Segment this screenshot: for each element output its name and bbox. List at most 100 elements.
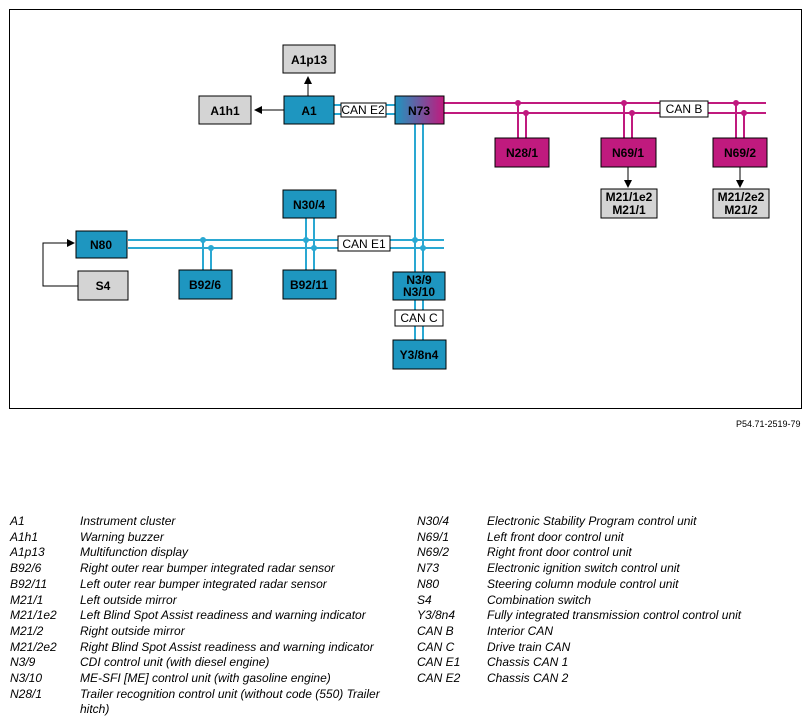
node-n80: N80 bbox=[75, 230, 128, 259]
node-n69-2-label: N69/2 bbox=[724, 146, 756, 160]
node-n28-1: N28/1 bbox=[494, 137, 550, 168]
legend-abbr: N69/2 bbox=[417, 545, 450, 560]
node-b92-11-label: B92/11 bbox=[290, 278, 328, 292]
legend-desc: Electronic ignition switch control unit bbox=[487, 561, 680, 576]
figure-code: P54.71-2519-79 bbox=[736, 419, 801, 429]
legend-abbr: A1 bbox=[10, 514, 25, 528]
label-can-e1-text: CAN E1 bbox=[342, 237, 386, 251]
node-y3-8n4: Y3/8n4 bbox=[392, 339, 447, 370]
node-n80-label: N80 bbox=[90, 238, 112, 252]
legend-desc: CDI control unit (with diesel engine) bbox=[80, 655, 270, 670]
legend-row: A1 Instrument cluster bbox=[10, 514, 390, 530]
legend-row: N73 Electronic ignition switch control un… bbox=[417, 561, 787, 577]
legend-abbr: A1h1 bbox=[10, 529, 39, 544]
legend-desc: Fully integrated transmission control co… bbox=[487, 608, 742, 623]
node-a1p13-label: A1p13 bbox=[291, 53, 327, 67]
node-s4-label: S4 bbox=[96, 279, 111, 293]
legend-desc: Right front door control unit bbox=[487, 545, 632, 560]
node-n30-4-label: N30/4 bbox=[293, 198, 325, 212]
legend-abbr: B92/11 bbox=[10, 576, 48, 591]
node-n73-label: N73 bbox=[408, 104, 430, 118]
legend-abbr: N28/1 bbox=[10, 686, 43, 701]
legend-abbr: M21/2e2 bbox=[10, 639, 57, 654]
legend-desc: Left Blind Spot Assist readiness and war… bbox=[80, 608, 366, 623]
legend-abbr: CAN C bbox=[417, 639, 455, 654]
legend-row: N3/10 ME-SFI [ME] control unit (with gaso… bbox=[10, 671, 390, 687]
node-a1-label: A1 bbox=[301, 104, 317, 118]
node-m21-2-label: M21/2 bbox=[724, 203, 758, 217]
node-m21-2e2-label: M21/2e2 bbox=[718, 190, 765, 204]
legend-abbr: N80 bbox=[417, 576, 440, 591]
legend-row: A1p13 Multifunction display bbox=[10, 545, 390, 561]
can-b-bus bbox=[444, 102, 766, 138]
legend-row: N3/9 CDI control unit (with diesel engine… bbox=[10, 655, 390, 671]
legend-abbr: Y3/8n4 bbox=[417, 608, 456, 623]
legend-row: B92/11 Left outer rear bumper integrated … bbox=[10, 577, 390, 593]
node-b92-11: B92/11 bbox=[282, 269, 337, 300]
signal-arrows bbox=[42, 76, 744, 287]
legend-desc: Chassis CAN 2 bbox=[487, 671, 569, 686]
legend-desc: Combination switch bbox=[487, 592, 592, 607]
legend-desc: Right outside mirror bbox=[80, 623, 185, 638]
legend-desc: Right Blind Spot Assist readiness and wa… bbox=[80, 639, 374, 654]
node-b92-6-label: B92/6 bbox=[189, 278, 221, 292]
legend-desc: Left front door control unit bbox=[487, 529, 624, 544]
node-a1h1-label: A1h1 bbox=[210, 104, 240, 118]
legend-abbr: M21/1e2 bbox=[10, 608, 57, 623]
node-m21-1: M21/1e2 M21/1 bbox=[600, 188, 658, 219]
node-a1: A1 bbox=[283, 95, 335, 125]
legend-desc: Multifunction display bbox=[80, 545, 189, 560]
legend-desc: Steering column module control unit bbox=[487, 576, 679, 591]
label-can-e2-text: CAN E2 bbox=[341, 103, 385, 117]
label-can-b: CAN B bbox=[659, 100, 709, 118]
node-n73: N73 bbox=[394, 95, 445, 125]
legend-row: B92/6 Right outer rear bumper integrated … bbox=[10, 561, 390, 577]
legend-desc: Left outer rear bumper integrated radar … bbox=[80, 576, 327, 591]
node-n69-2: N69/2 bbox=[712, 137, 768, 168]
legend-abbr: N73 bbox=[417, 561, 440, 576]
legend-desc: Instrument cluster bbox=[80, 514, 176, 528]
legend-row: N80 Steering column module control unit bbox=[417, 577, 787, 593]
legend-desc: Trailer recognition control unit (withou… bbox=[80, 686, 380, 717]
legend-abbr: A1p13 bbox=[10, 545, 45, 560]
node-a1p13: A1p13 bbox=[282, 44, 336, 74]
can-e1-bus bbox=[128, 218, 444, 270]
legend-row: N69/2 Right front door control unit bbox=[417, 545, 787, 561]
node-n3: N3/9 N3/10 bbox=[392, 271, 446, 301]
node-n3-9-label: N3/9 bbox=[406, 273, 432, 287]
legend-abbr: CAN E1 bbox=[417, 655, 461, 670]
legend-desc: Drive train CAN bbox=[487, 639, 571, 654]
legend-abbr: M21/2 bbox=[10, 623, 44, 638]
label-can-b-text: CAN B bbox=[666, 102, 703, 116]
legend-desc: ME-SFI [ME] control unit (with gasoline … bbox=[80, 671, 331, 686]
label-can-e2: CAN E2 bbox=[340, 102, 387, 118]
legend-abbr: N69/1 bbox=[417, 529, 450, 544]
legend-row: A1h1 Warning buzzer bbox=[10, 530, 390, 546]
legend-row: Y3/8n4 Fully integrated transmission cont… bbox=[417, 608, 787, 624]
node-m21-1e2-label: M21/1e2 bbox=[606, 190, 653, 204]
legend-abbr: N3/10 bbox=[10, 671, 43, 686]
legend-desc: Right outer rear bumper integrated radar… bbox=[80, 561, 335, 576]
legend-abbr: N3/9 bbox=[10, 655, 36, 670]
legend-desc: Warning buzzer bbox=[80, 529, 164, 544]
node-s4: S4 bbox=[77, 270, 129, 301]
legend-desc: Electronic Stability Program control uni… bbox=[487, 514, 697, 528]
node-y3-8n4-label: Y3/8n4 bbox=[400, 348, 439, 362]
legend-row: M21/2e2 Right Blind Spot Assist readiness… bbox=[10, 640, 390, 656]
legend-abbr: B92/6 bbox=[10, 561, 42, 576]
node-n30-4: N30/4 bbox=[282, 189, 337, 219]
legend-row: CAN C Drive train CAN bbox=[417, 640, 787, 656]
node-n69-1: N69/1 bbox=[600, 137, 657, 168]
legend-row: N28/1 Trailer recognition control unit (w… bbox=[10, 687, 390, 718]
node-a1h1: A1h1 bbox=[198, 95, 252, 125]
legend-row: M21/1e2 Left Blind Spot Assist readiness … bbox=[10, 608, 390, 624]
